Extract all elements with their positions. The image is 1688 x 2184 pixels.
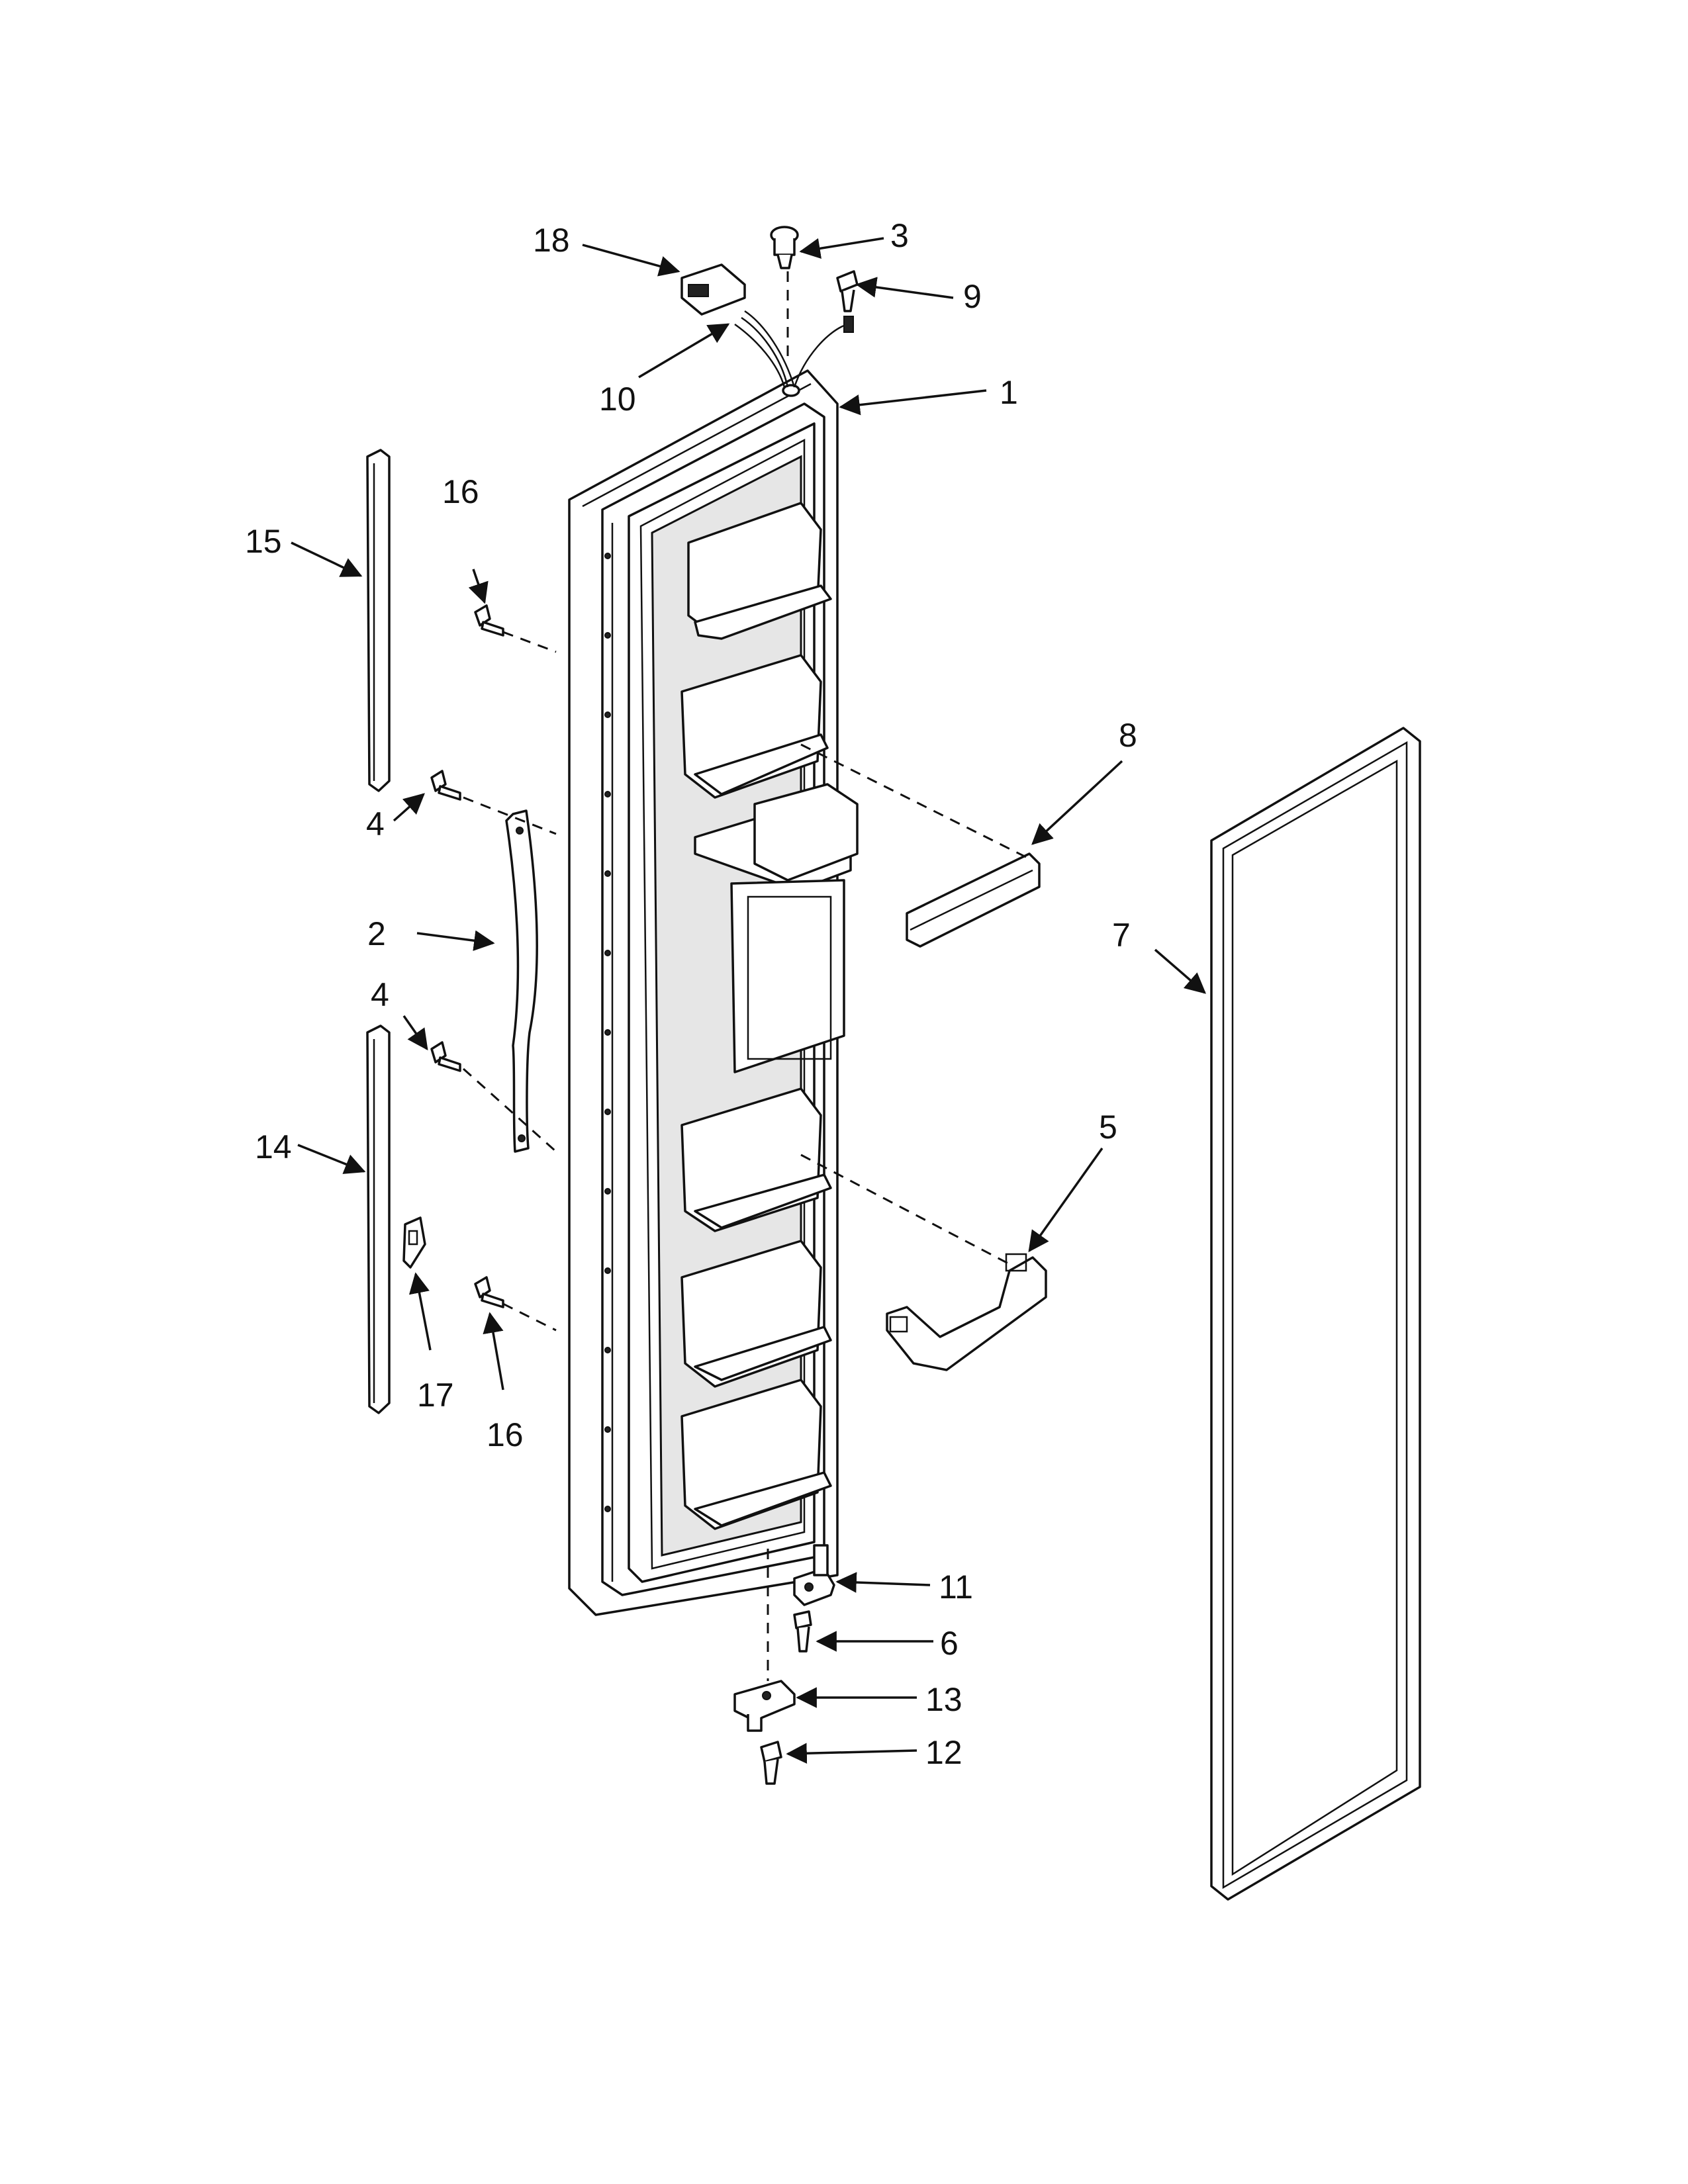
callout-8: 8 [1119,717,1137,754]
callout-1: 1 [1000,374,1018,411]
callout-7: 7 [1112,917,1131,954]
callout-10: 10 [599,381,636,418]
callout-15: 15 [245,523,282,560]
door-bin-5-part [886,1253,1047,1371]
screw-4-upper-part [430,770,461,801]
callout-labels: 1 2 3 4 4 5 6 7 8 9 10 11 12 13 14 15 16… [245,217,1137,1771]
screw-16-upper-part [474,604,504,637]
leader-arrows [291,237,1206,1764]
callout-14: 14 [255,1128,292,1165]
screw-9-part [836,270,859,312]
screw-12-part [760,1741,782,1785]
callout-3: 3 [890,217,909,254]
trim-strip-15-part [366,449,391,792]
door-gasket-7-part [1210,727,1421,1901]
callout-16-lower: 16 [487,1416,524,1453]
callout-5: 5 [1099,1109,1117,1146]
callout-9: 9 [963,278,982,315]
callout-2: 2 [367,915,386,952]
callout-16-upper: 16 [442,473,479,510]
wire-connector-part [680,263,746,316]
hinge-13-part [733,1680,796,1732]
callout-4-lower: 4 [371,976,389,1013]
callout-4-upper: 4 [366,805,385,842]
screw-16-lower-part [474,1276,504,1308]
callout-18: 18 [533,222,570,259]
clip-17-part [402,1216,426,1269]
screw-6-part [793,1610,812,1653]
alignment-lines [463,271,1033,1681]
rail-8-part [906,852,1041,948]
plug-part [770,226,799,269]
callout-13: 13 [925,1681,962,1718]
door-assembly [568,369,859,1616]
callout-6: 6 [940,1625,959,1662]
screw-4-lower-part [430,1041,461,1072]
hinge-11-part [793,1544,835,1606]
handle-part [505,809,538,1153]
wire-harness-part [734,310,854,388]
callout-11: 11 [939,1569,973,1606]
callout-12: 12 [925,1734,962,1771]
door-rivets [604,553,611,1512]
callout-17: 17 [417,1377,454,1414]
trim-strip-14-part [366,1024,391,1414]
